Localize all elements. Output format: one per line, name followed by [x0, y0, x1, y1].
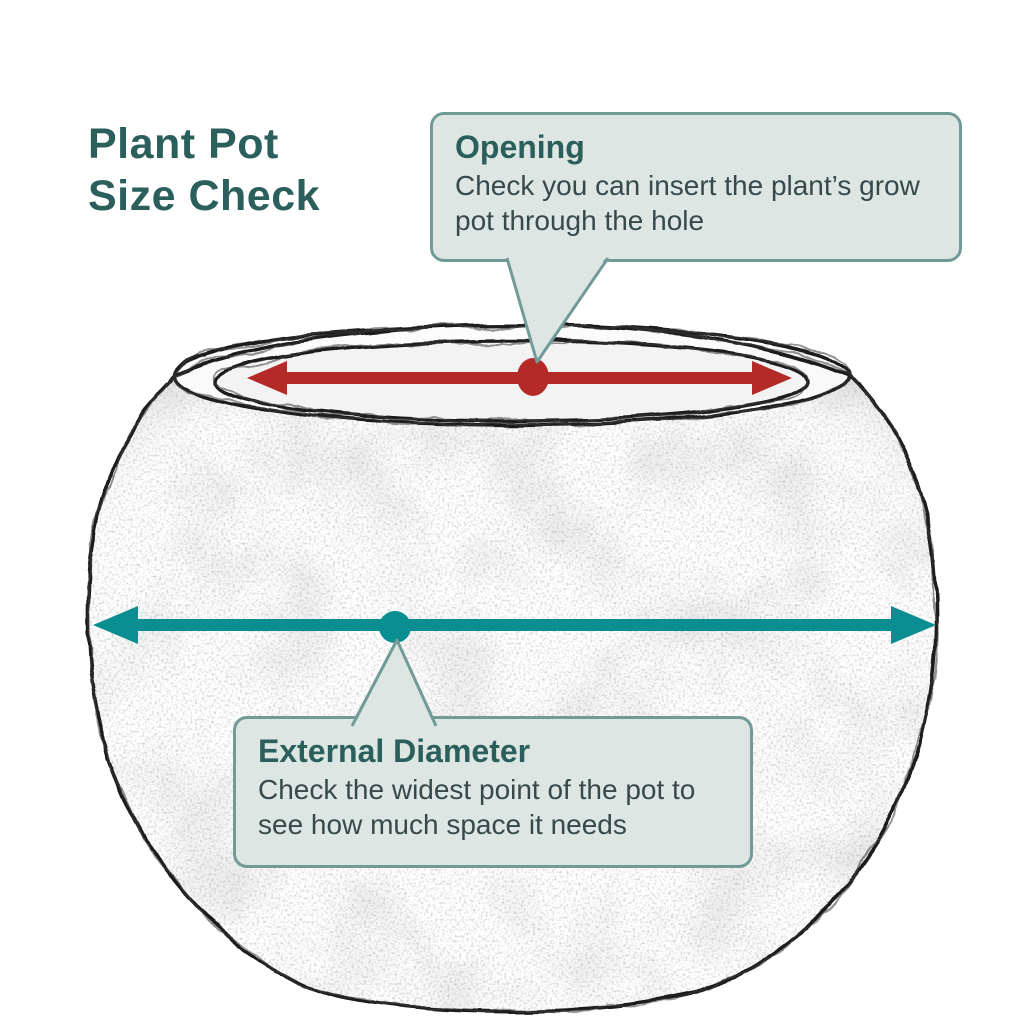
pot-body: [87, 324, 937, 1012]
pot-edge-shading: [87, 324, 937, 1012]
diameter-callout: External Diameter Check the widest point…: [233, 716, 753, 868]
opening-callout-heading: Opening: [455, 129, 585, 165]
opening-callout: Opening Check you can insert the plant’s…: [430, 112, 962, 262]
page-title: Plant Pot Size Check: [88, 118, 320, 223]
opening-midpoint-dot: [517, 358, 549, 396]
diameter-midpoint-dot: [379, 611, 411, 643]
page-title-line2: Size Check: [88, 172, 321, 221]
page-title-line1: Plant Pot: [88, 120, 279, 168]
opening-callout-body: Check you can insert the plant’s grow po…: [455, 170, 920, 237]
diameter-arrow: [93, 606, 936, 644]
diameter-callout-heading: External Diameter: [258, 733, 531, 769]
diameter-callout-body: Check the widest point of the pot to see…: [258, 774, 696, 841]
